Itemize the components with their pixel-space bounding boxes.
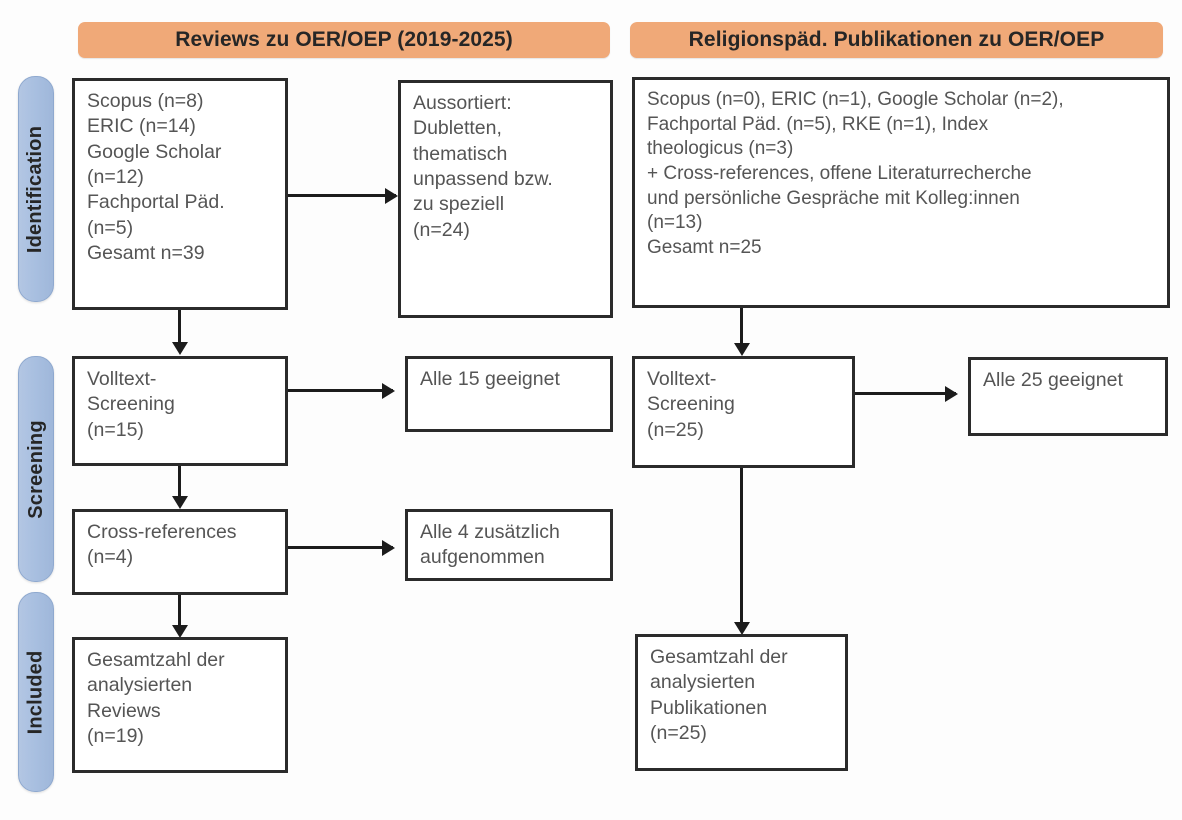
box-line: aufgenommen: [420, 546, 545, 569]
arrowhead-left-crossrefs-to-added: [382, 540, 395, 556]
box-line: Cross-references: [87, 521, 237, 543]
box-line: ERIC (n=14): [87, 115, 196, 138]
box-left-sources: Scopus (n=8) ERIC (n=14) Google Scholar …: [72, 78, 288, 310]
stage-label-included: Included: [24, 650, 47, 734]
box-line: Reviews: [87, 699, 161, 722]
box-left-fulltext-screening: Volltext- Screening (n=15): [72, 356, 288, 466]
connector-right-sources-to-fulltext: [740, 308, 743, 348]
box-line: Alle 4 zusätzlich: [420, 521, 560, 543]
box-left-all-suitable: Alle 15 geeignet: [405, 356, 613, 432]
box-line: unpassend bzw.: [413, 168, 553, 191]
box-line: (n=13): [647, 212, 703, 234]
box-line: Volltext-: [87, 368, 157, 390]
box-line: und persönliche Gespräche mit Kolleg:inn…: [647, 187, 1020, 209]
column-header-reviews-label: Reviews zu OER/OEP (2019-2025): [175, 28, 513, 51]
box-line: Fachportal Päd. (n=5), RKE (n=1), Index: [647, 113, 989, 135]
box-line: (n=25): [647, 418, 704, 441]
box-line: Screening: [87, 393, 175, 416]
stage-pill-identification: Identification: [18, 76, 54, 302]
box-line: Aussortiert:: [413, 92, 512, 114]
connector-right-fulltext-to-suitable: [855, 392, 956, 395]
connector-left-crossrefs-to-included: [178, 595, 181, 631]
column-header-religionspaed: Religionspäd. Publikationen zu OER/OEP: [630, 22, 1163, 58]
box-line: Gesamt n=39: [87, 242, 205, 265]
box-line: Gesamt n=25: [647, 237, 762, 259]
connector-right-fulltext-to-included: [740, 468, 743, 628]
connector-left-sources-to-fulltext: [178, 310, 181, 347]
box-line: Alle 15 geeignet: [420, 368, 560, 390]
box-line: Screening: [647, 393, 735, 416]
box-line: Gesamtzahl der: [87, 649, 225, 671]
box-left-included-total: Gesamtzahl der analysierten Reviews (n=1…: [72, 637, 288, 773]
box-line: analysierten: [650, 671, 756, 694]
box-right-sources: Scopus (n=0), ERIC (n=1), Google Scholar…: [632, 77, 1170, 308]
column-header-reviews: Reviews zu OER/OEP (2019-2025): [78, 22, 610, 58]
box-left-excluded: Aussortiert: Dubletten, thematisch unpas…: [398, 80, 613, 318]
box-line: (n=4): [87, 546, 134, 569]
box-line: Fachportal Päd.: [87, 191, 225, 214]
box-line: Volltext-: [647, 368, 717, 390]
box-line: Alle 25 geeignet: [983, 369, 1123, 391]
box-line: Dubletten,: [413, 117, 502, 140]
box-line: thematisch: [413, 142, 508, 165]
box-line: Gesamtzahl der: [650, 646, 788, 668]
box-line: Google Scholar: [87, 140, 222, 163]
connector-left-crossrefs-to-added: [288, 546, 393, 549]
box-line: Publikationen: [650, 696, 768, 719]
arrowhead-right-fulltext-to-included: [734, 622, 750, 635]
arrowhead-left-fulltext-to-suitable: [382, 383, 395, 399]
box-line: (n=25): [650, 722, 707, 745]
stage-label-identification: Identification: [24, 125, 47, 253]
arrowhead-right-sources-to-fulltext: [734, 343, 750, 356]
box-right-all-suitable: Alle 25 geeignet: [968, 357, 1168, 436]
connector-left-sources-to-excluded: [288, 194, 396, 197]
box-line: analysierten: [87, 674, 193, 697]
connector-left-fulltext-to-suitable: [288, 389, 393, 392]
arrowhead-right-fulltext-to-suitable: [945, 386, 958, 402]
box-line: (n=24): [413, 218, 470, 241]
box-right-included-total: Gesamtzahl der analysierten Publikatione…: [635, 634, 848, 771]
box-line: + Cross-references, offene Literaturrech…: [647, 163, 1032, 185]
stage-pill-included: Included: [18, 592, 54, 792]
box-left-crossrefs: Cross-references (n=4): [72, 509, 288, 595]
stage-pill-screening: Screening: [18, 356, 54, 582]
connector-left-fulltext-to-crossrefs: [178, 466, 181, 500]
column-header-religionspaed-label: Religionspäd. Publikationen zu OER/OEP: [688, 28, 1105, 51]
arrowhead-left-sources-to-fulltext: [172, 342, 188, 355]
box-line: Scopus (n=0), ERIC (n=1), Google Scholar…: [647, 89, 1064, 110]
box-line: (n=15): [87, 418, 144, 441]
box-line: zu speziell: [413, 193, 505, 216]
box-line: (n=19): [87, 725, 144, 748]
box-line: (n=12): [87, 166, 144, 189]
box-line: (n=5): [87, 216, 134, 239]
arrowhead-left-crossrefs-to-included: [172, 625, 188, 638]
arrowhead-left-fulltext-to-crossrefs: [172, 496, 188, 509]
box-line: Scopus (n=8): [87, 90, 204, 112]
arrowhead-left-sources-to-excluded: [385, 188, 398, 204]
box-left-all-added: Alle 4 zusätzlich aufgenommen: [405, 509, 613, 581]
box-line: theologicus (n=3): [647, 138, 794, 160]
stage-label-screening: Screening: [24, 419, 47, 519]
box-right-fulltext-screening: Volltext- Screening (n=25): [632, 356, 855, 468]
